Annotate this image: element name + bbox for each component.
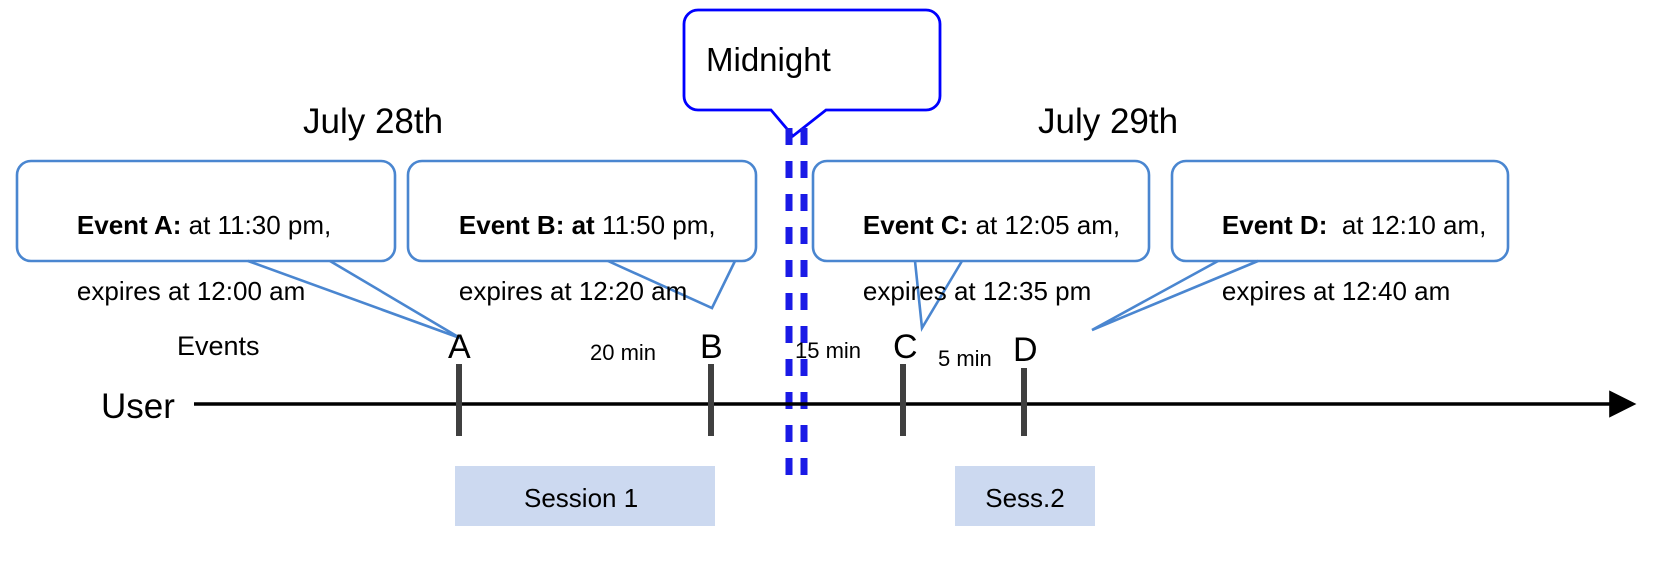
date-label-july-29: July 29th [1038, 102, 1179, 141]
callout-c-text: Event C: at 12:05 am, expires at 12:35 p… [834, 176, 1142, 341]
callout-b-lead-rest: 11:50 pm, [594, 210, 716, 240]
date-label-july-28: July 28th [303, 102, 444, 141]
callout-c-lead-rest: at 12:05 am, [968, 210, 1121, 240]
callout-b-text: Event B: at 11:50 pm, expires at 12:20 a… [430, 176, 750, 341]
midnight-divider-lines [785, 128, 808, 478]
interval-label-5min: 5 min [938, 346, 992, 371]
callout-d-shape [1091, 159, 1510, 332]
callout-c-shape [811, 159, 1151, 333]
session-2-box [955, 466, 1095, 526]
callout-b-lead-bold: Event B: at [458, 210, 595, 240]
midnight-callout-shape [682, 8, 942, 138]
callout-a-lead-rest: at 11:30 pm, [181, 210, 332, 240]
callout-a-shape [15, 159, 461, 340]
marker-label-d: D [1013, 331, 1038, 369]
callout-d-text: Event D: at 12:10 am, expires at 12:40 a… [1193, 176, 1501, 341]
marker-label-c: C [893, 328, 918, 366]
marker-label-a: A [448, 328, 471, 366]
callout-c-lead-bold: Event C: [862, 210, 969, 240]
interval-label-20min: 20 min [590, 340, 657, 365]
callout-c-line2: expires at 12:35 pm [862, 276, 1092, 306]
session-2-label: Sess.2 [985, 483, 1065, 513]
midnight-label: Midnight [706, 41, 831, 78]
callout-b-line2: expires at 12:20 am [458, 276, 688, 306]
callout-a-lead-bold: Event A: [76, 210, 182, 240]
callout-d-line2: expires at 12:40 am [1221, 276, 1451, 306]
callout-d-lead-rest: at 12:10 am, [1327, 210, 1487, 240]
interval-label-15min: 15 min [795, 338, 862, 363]
session-1-label: Session 1 [524, 483, 639, 513]
callout-d-lead-bold: Event D: [1221, 210, 1328, 240]
user-row-label: User [101, 387, 175, 426]
session-1-box [455, 466, 715, 526]
callout-b-shape [406, 159, 758, 310]
callout-a-text: Event A: at 11:30 pm, expires at 12:00 a… [48, 176, 393, 341]
events-row-label: Events [177, 331, 260, 361]
callout-a-line2: expires at 12:00 am [76, 276, 306, 306]
marker-label-b: B [700, 328, 723, 366]
